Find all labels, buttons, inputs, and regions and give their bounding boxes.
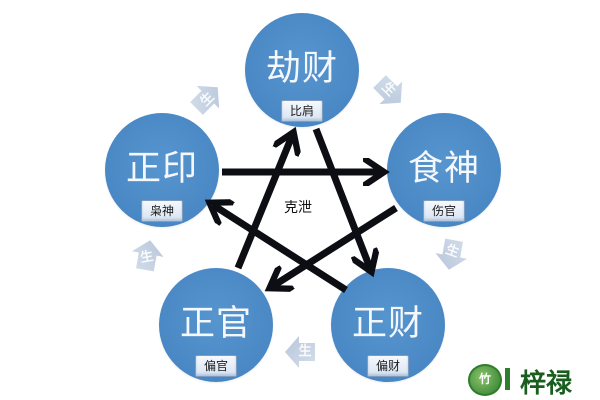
node-zhengguan: 正官 偏官 — [159, 268, 273, 382]
brand-text: 梓禄 — [520, 369, 573, 399]
generate-arrow-icon — [131, 240, 164, 272]
node-zhengyin: 正印 枭神 — [105, 113, 219, 227]
control-arrow-icon — [273, 205, 398, 286]
center-label: 克泄 — [284, 200, 312, 216]
node-label: 正官 — [179, 304, 252, 344]
node-shishen: 食神 伤官 — [387, 113, 501, 227]
generate-label: 生 — [298, 344, 312, 359]
generate-arrow-icon — [285, 336, 315, 368]
node-badge: 枭神 — [141, 200, 183, 222]
node-label: 食神 — [407, 149, 480, 189]
generate-arrow-icon — [373, 75, 403, 105]
generate-arrow-icon — [435, 238, 468, 270]
node-badge: 偏官 — [195, 355, 237, 377]
node-badge: 伤官 — [423, 200, 465, 222]
control-arrow-icon — [213, 205, 348, 293]
generate-arrow-icon — [190, 85, 220, 115]
bamboo-logo-icon: 竹 — [468, 364, 502, 396]
node-label: 劫财 — [265, 49, 338, 89]
node-badge: 偏财 — [367, 355, 409, 377]
logo-separator — [505, 368, 510, 390]
node-label: 正财 — [351, 304, 424, 344]
node-label: 正印 — [125, 149, 198, 189]
node-badge: 比肩 — [281, 100, 323, 122]
node-zhengcai: 正财 偏财 — [331, 268, 445, 382]
watermark-logo: 竹 梓禄 — [468, 362, 598, 399]
node-jiecai: 劫财 比肩 — [245, 13, 359, 127]
control-arrow-icon — [234, 136, 292, 270]
control-arrow-icon — [312, 127, 370, 268]
